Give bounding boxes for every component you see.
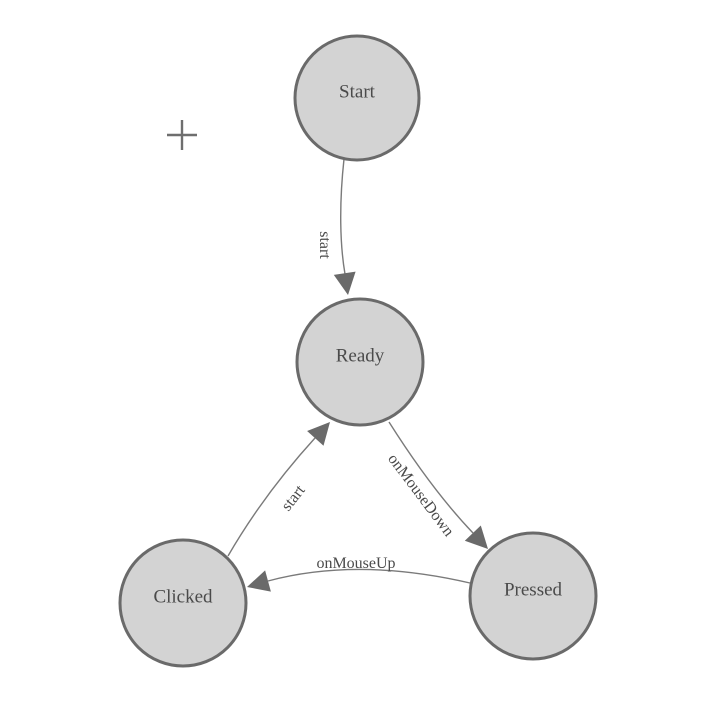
state-node-start[interactable]: Start (293, 34, 421, 162)
state-label-clicked: Clicked (153, 587, 213, 608)
crosshair-plus-icon (167, 120, 197, 150)
state-label-start: Start (339, 82, 376, 103)
edge-pressed-to-clicked: onMouseUp (247, 555, 471, 592)
edge-clicked-to-ready: start (227, 422, 330, 557)
edge-label-start-to-ready: start (316, 231, 333, 259)
state-node-ready[interactable]: Ready (295, 297, 425, 427)
edge-start-to-ready: start (316, 158, 356, 295)
state-label-ready: Ready (336, 346, 385, 367)
state-circle-ready[interactable] (295, 297, 425, 427)
state-circle-clicked[interactable] (118, 538, 248, 668)
edge-line-pressed-to-clicked[interactable] (267, 568, 471, 584)
arrowhead-pressed-to-clicked (247, 570, 271, 592)
edge-line-start-to-ready[interactable] (340, 158, 346, 275)
state-circle-start[interactable] (293, 34, 421, 162)
state-circle-pressed[interactable] (468, 531, 598, 661)
state-label-pressed: Pressed (504, 580, 563, 601)
edge-label-pressed-to-clicked: onMouseUp (316, 555, 395, 572)
arrowhead-clicked-to-ready (307, 422, 330, 446)
arrowhead-ready-to-pressed (464, 525, 488, 549)
edge-ready-to-pressed: onMouseDown (384, 421, 488, 549)
edge-label-clicked-to-ready: start (278, 482, 309, 515)
edge-line-ready-to-pressed[interactable] (388, 421, 474, 534)
edge-label-ready-to-pressed: onMouseDown (384, 451, 457, 540)
edge-line-clicked-to-ready[interactable] (227, 437, 316, 557)
state-node-clicked[interactable]: Clicked (118, 538, 248, 668)
state-node-pressed[interactable]: Pressed (468, 531, 598, 661)
arrowhead-start-to-ready (333, 271, 356, 295)
